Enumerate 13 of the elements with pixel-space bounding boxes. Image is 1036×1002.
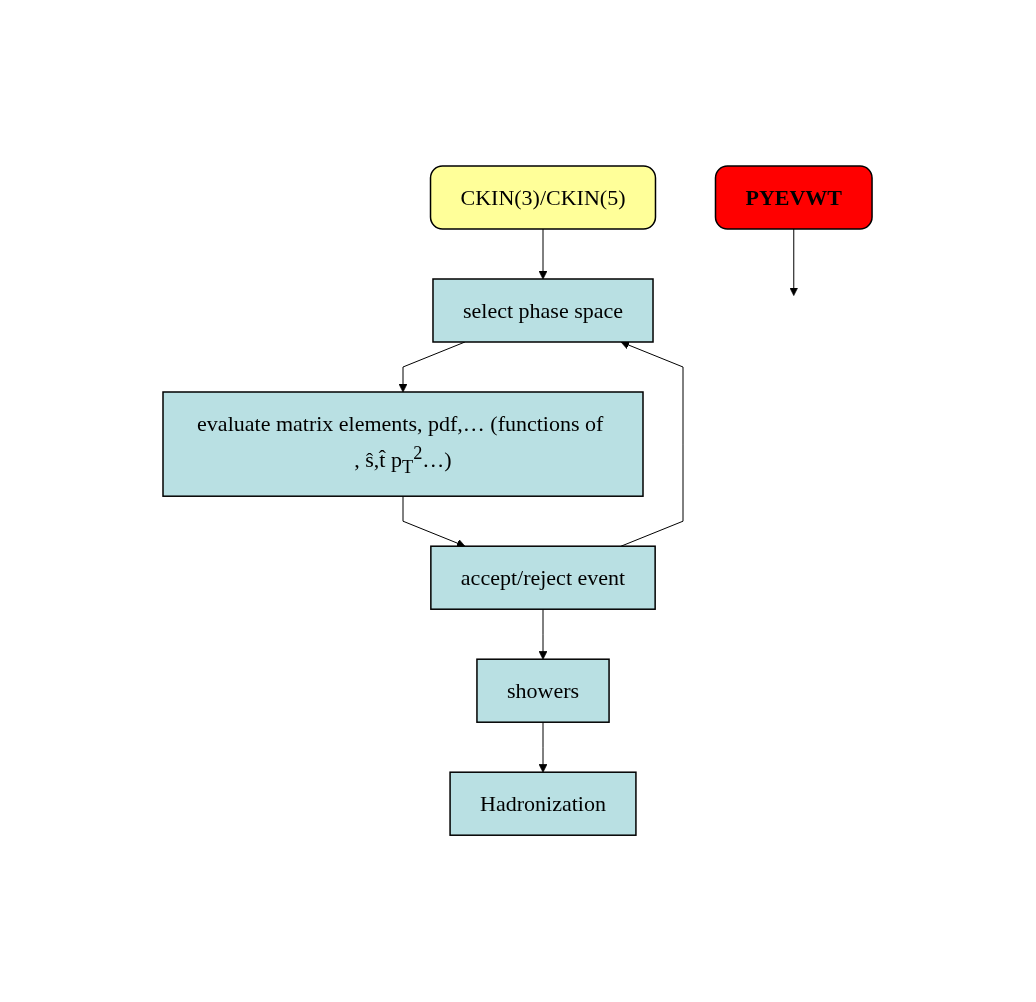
node-box: showers (476, 658, 611, 724)
node-box: CKIN(3)/CKIN(5) (430, 165, 657, 231)
node-box: PYEVWT (715, 165, 874, 231)
node-box: select phase space (432, 278, 655, 344)
node-box: accept/reject event (430, 545, 657, 611)
arrow (621, 341, 684, 548)
arrow (539, 609, 548, 660)
node-box: evaluate matrix elements, pdf,… (functions of , ŝ,t̂ p$_{T}$$^{2}$…) (162, 391, 645, 498)
arrow (539, 228, 548, 280)
node-box: Hadronization (449, 771, 638, 837)
arrow (539, 722, 548, 773)
arrow (402, 496, 466, 548)
arrow (789, 228, 799, 297)
